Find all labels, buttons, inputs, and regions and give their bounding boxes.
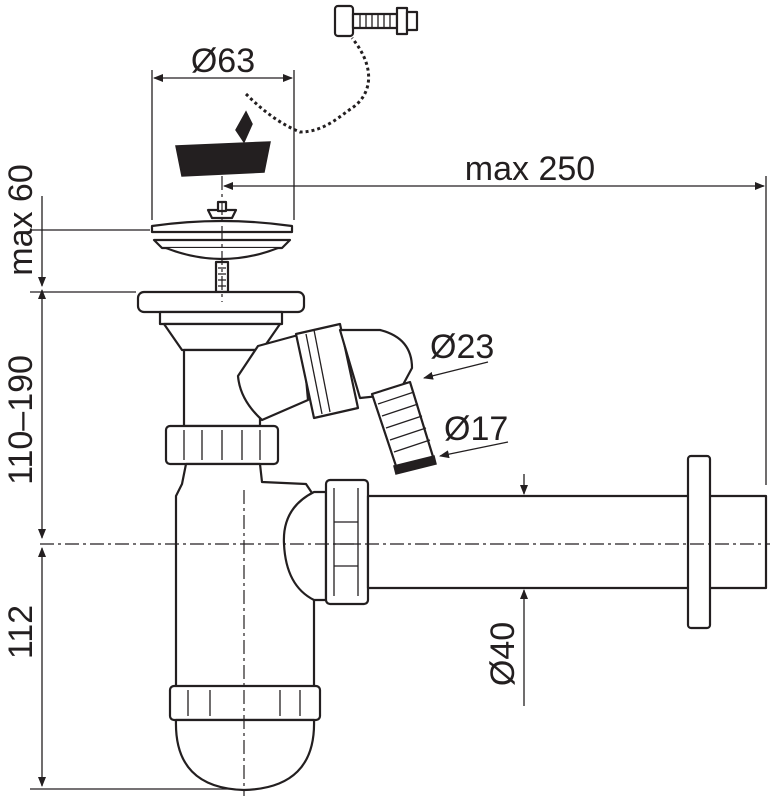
sink-plug — [175, 110, 271, 177]
dimension-left-column: max 60 110–190 112 — [2, 164, 236, 790]
max-strainer-height-label: max 60 — [2, 164, 40, 276]
hose-inner-diameter-label: Ø17 — [444, 410, 508, 448]
outlet-union — [324, 478, 370, 606]
plug-chain — [244, 37, 370, 134]
upper-union-nut — [164, 424, 280, 466]
bottom-nut — [168, 684, 322, 722]
center-axes — [40, 176, 770, 796]
side-inlet-elbow — [236, 322, 437, 475]
dimension-hose-diameters: Ø23 Ø17 — [423, 328, 508, 459]
outlet-pipe-diameter-label: Ø40 — [484, 622, 522, 686]
chain-fixing-screw — [333, 4, 419, 38]
outlet-pipe — [366, 454, 768, 630]
dimension-plug-diameter: Ø63 — [151, 42, 295, 220]
hose-outer-diameter-label: Ø23 — [430, 328, 494, 366]
plug-diameter-label: Ø63 — [191, 42, 255, 80]
height-range-label: 110–190 — [2, 355, 40, 485]
dimension-max-outlet-length: max 250 — [223, 150, 767, 485]
dimension-outlet-diameter: Ø40 — [484, 474, 528, 706]
lower-height-label: 112 — [2, 605, 40, 659]
trap-bottle-body — [174, 462, 328, 692]
max-outlet-length-label: max 250 — [465, 150, 595, 188]
bottom-cap — [174, 718, 316, 792]
